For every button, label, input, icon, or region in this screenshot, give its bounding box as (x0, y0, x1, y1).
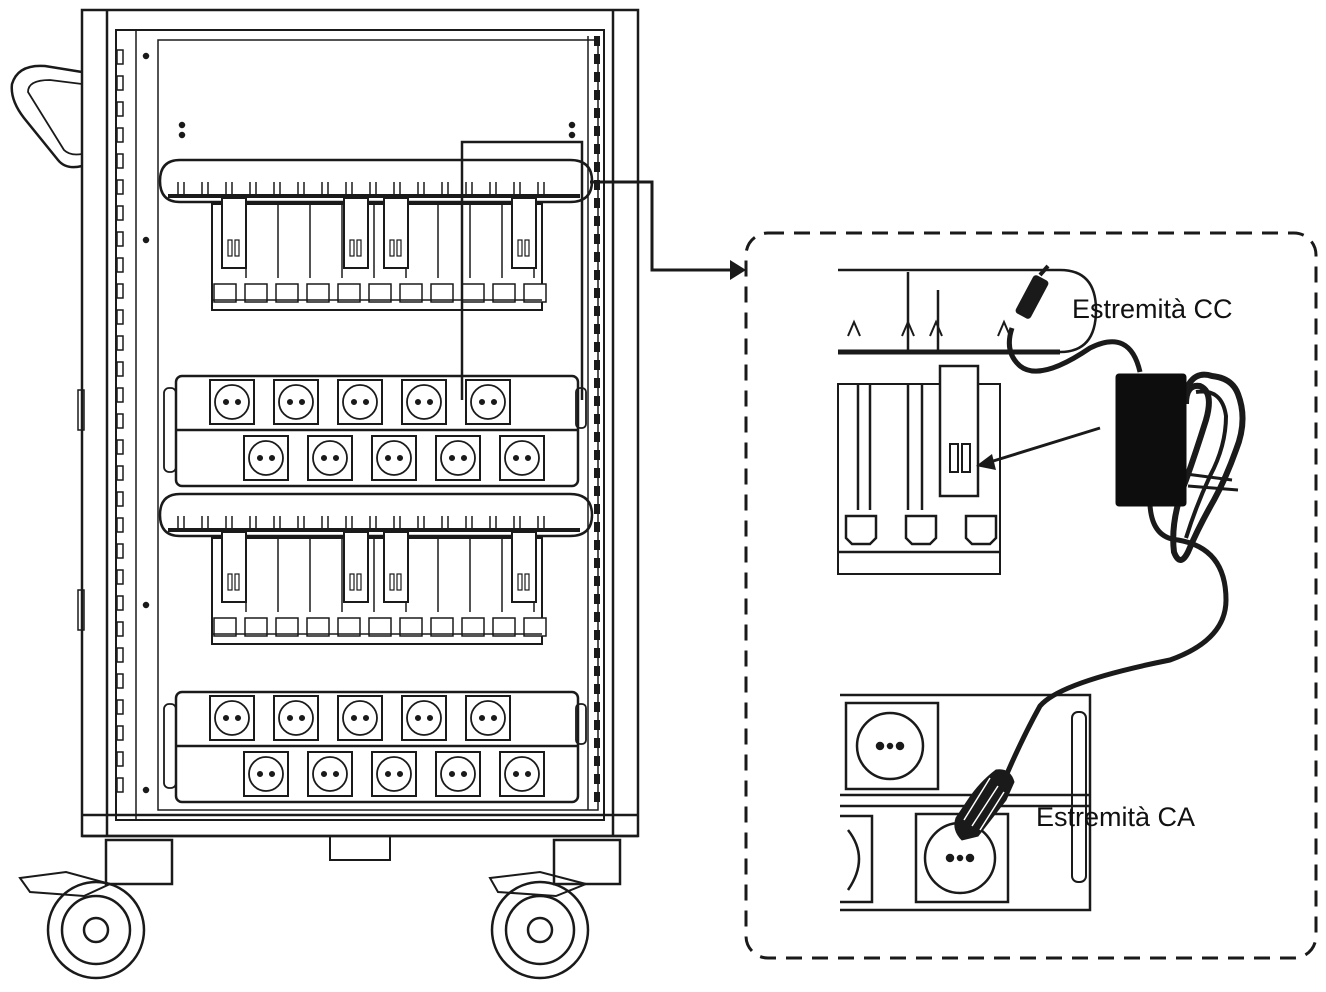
cable-route-line (460, 140, 584, 400)
label-dc-end: Estremità CC (1072, 294, 1233, 324)
dc-plug (1015, 264, 1050, 319)
power-adapter (1115, 373, 1187, 507)
ac-plug (954, 769, 1015, 841)
charger-shelf-upper (158, 158, 594, 311)
port-pointer-arrow (976, 426, 1101, 470)
power-strip-upper (163, 374, 587, 488)
charging-cart (10, 8, 640, 980)
cart-handle (10, 64, 83, 169)
wheel-left (18, 838, 174, 980)
detail-charger-shelf (837, 268, 1098, 575)
power-strip-lower (163, 690, 587, 804)
label-ac-end: Estremità CA (1036, 802, 1195, 832)
rail-slots-left (116, 49, 124, 793)
callout-arrow (590, 180, 746, 280)
detail-panel: Estremità CC Estremità CA (744, 231, 1318, 960)
wheel-right (488, 838, 622, 980)
detail-power-strip (840, 693, 1092, 912)
charger-shelf-lower (158, 492, 594, 645)
power-cables (997, 327, 1246, 791)
